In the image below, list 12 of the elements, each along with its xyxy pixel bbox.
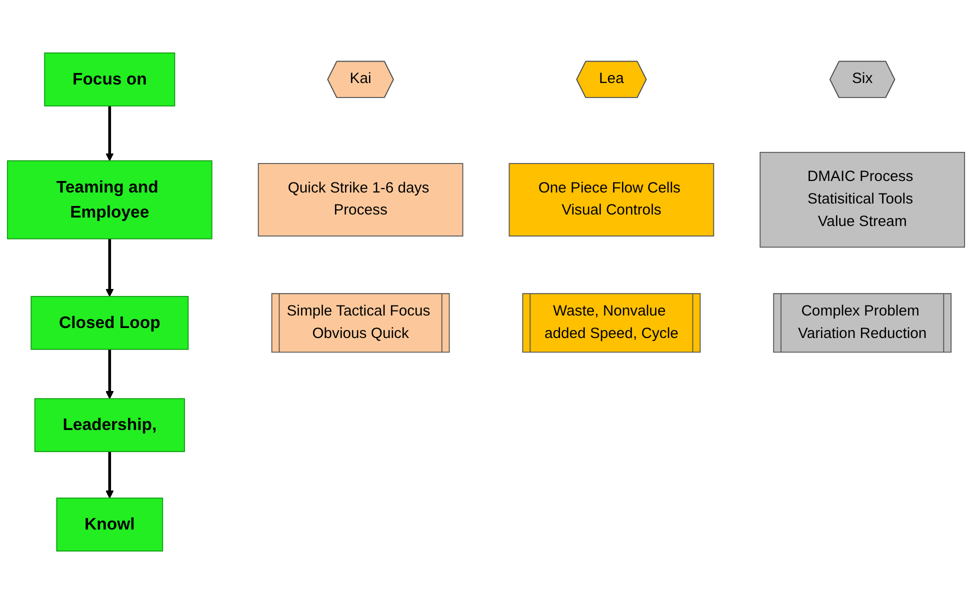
arrow (106, 349, 114, 400)
arrow (106, 238, 114, 297)
arrow (106, 106, 114, 162)
node-box: Knowl (56, 498, 164, 552)
node-box: Leadership, (34, 398, 185, 452)
node-box: Quick Strike 1-6 days Process (258, 163, 464, 236)
arrow (106, 452, 114, 498)
node-box: Closed Loop (30, 296, 189, 350)
node-box: Teaming and Employee (6, 160, 212, 240)
node-box: Focus on (44, 52, 176, 106)
node-box: DMAIC Process Statisitical Tools Value Stream (760, 152, 966, 248)
node-box: One Piece Flow Cells Visual Controls (508, 163, 714, 236)
